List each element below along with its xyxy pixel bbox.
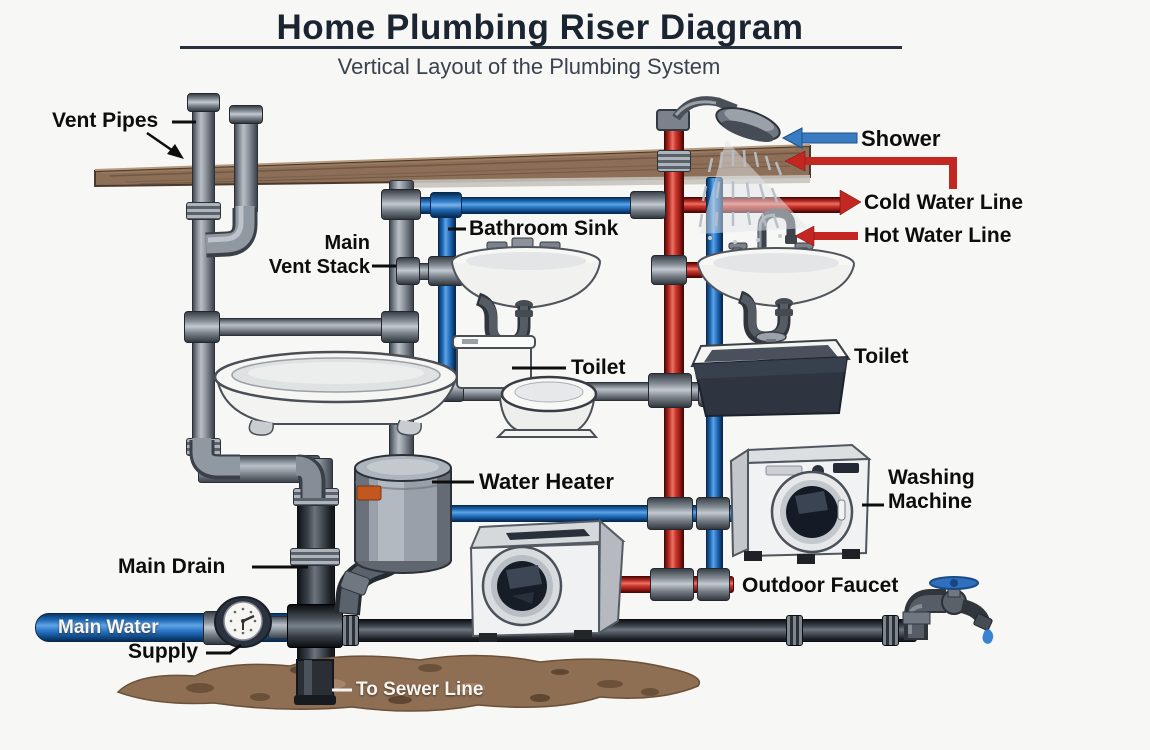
title-divider — [180, 46, 902, 49]
outdoor-faucet-fixture — [902, 576, 994, 644]
tee-fitting — [651, 255, 687, 285]
tee-fitting — [647, 497, 693, 530]
vent-pipe-left-coupling — [186, 202, 221, 220]
main-vent-stack-line1: Main — [324, 232, 370, 254]
hot-stack-coupling — [657, 150, 691, 172]
vent-elbow — [205, 206, 258, 258]
main-drain-label: Main Drain — [118, 555, 226, 578]
vent-pipe-left-cap — [187, 93, 220, 112]
page-subtitle: Vertical Layout of the Plumbing System — [337, 54, 721, 79]
sewer-pipe-end — [294, 659, 336, 705]
pipe-coupling — [786, 615, 803, 646]
drain-elbows — [189, 438, 326, 498]
tee-fitting — [184, 311, 220, 343]
water-heater — [354, 454, 452, 574]
toilet-left-label: Toilet — [571, 356, 626, 379]
shower-fixture — [656, 96, 808, 244]
washing-machine-label: Washing Machine — [888, 466, 975, 514]
shower-head — [715, 106, 781, 142]
water-meter — [214, 596, 272, 648]
tee-fitting — [697, 568, 730, 601]
washing-machine-bottom — [469, 518, 626, 642]
tee-fitting — [381, 311, 419, 343]
main-vent-stack-line2: Vent Stack — [268, 256, 370, 278]
washing-machine-line1: Washing — [888, 466, 975, 489]
tee-fitting — [381, 189, 421, 220]
toilet-right-label: Toilet — [854, 345, 909, 368]
tee-fitting — [650, 568, 694, 601]
shower-spray — [698, 140, 808, 244]
toilet-left-fixture — [452, 335, 599, 438]
bathroom-sink-left — [451, 237, 601, 350]
main-water-label: Main Water — [58, 617, 159, 638]
outdoor-faucet-label: Outdoor Faucet — [742, 574, 899, 597]
blue-tee-fitting — [430, 192, 462, 218]
sink-p-trap — [737, 290, 793, 345]
washing-machine-line2: Machine — [888, 490, 973, 513]
coupling-fitting — [630, 191, 666, 219]
cold-water-line-label: Cold Water Line — [864, 191, 1024, 214]
pipe-coupling — [882, 615, 899, 646]
shower-label: Shower — [861, 126, 941, 151]
water-heater-label: Water Heater — [479, 469, 614, 494]
small-fitting — [396, 257, 420, 285]
heater-control — [356, 485, 382, 501]
water-drip — [982, 629, 994, 644]
bathroom-sink-label: Bathroom Sink — [469, 217, 619, 240]
page-title: Home Plumbing Riser Diagram — [276, 8, 804, 47]
vent-pipes-label: Vent Pipes — [52, 109, 159, 132]
vent-pipe-second-cap — [229, 105, 263, 124]
washing-machine-right — [729, 443, 872, 564]
tee-fitting — [696, 497, 730, 530]
sewer-coupling — [290, 548, 340, 566]
to-sewer-line-label: To Sewer Line — [356, 679, 484, 700]
pipe-coupling — [342, 615, 359, 646]
hot-water-line-label: Hot Water Line — [864, 224, 1012, 247]
toilet-right-fixture — [690, 331, 851, 418]
vent-pipe-second — [234, 108, 258, 214]
bathtub — [213, 350, 459, 436]
tee-fitting — [648, 373, 692, 408]
main-vent-stack-label: Main Vent Stack — [230, 231, 370, 279]
sewer-tee-fitting — [287, 604, 343, 648]
supply-label: Supply — [128, 640, 199, 663]
